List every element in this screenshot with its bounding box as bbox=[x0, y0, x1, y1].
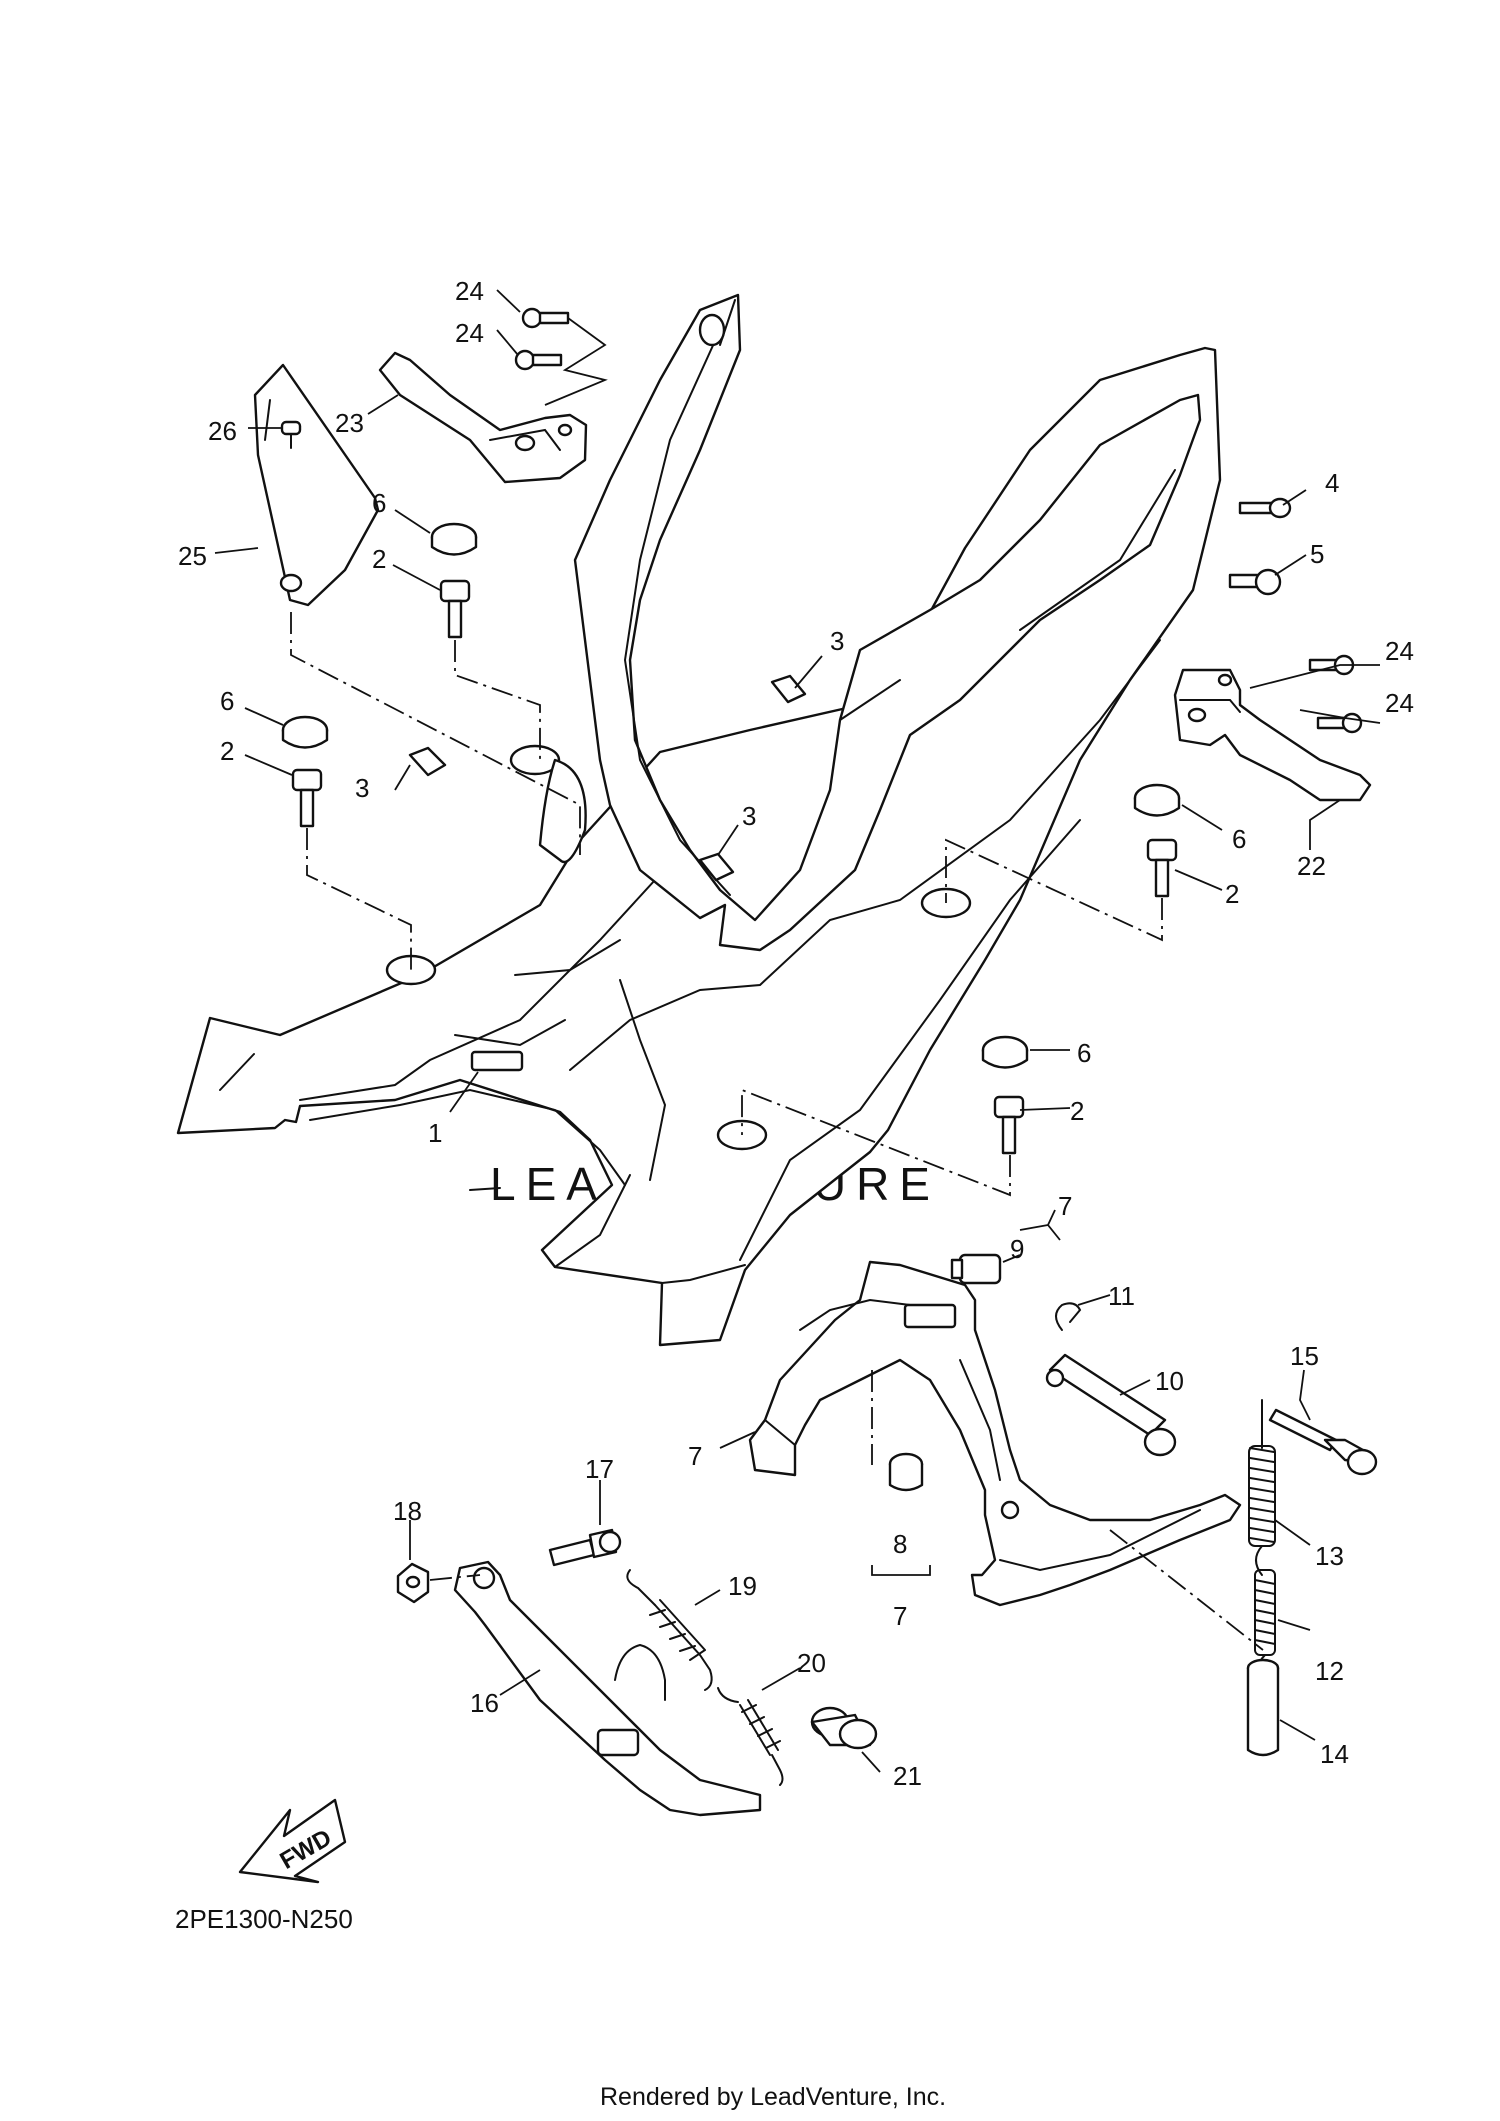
callout-11: 11 bbox=[1108, 1281, 1135, 1311]
callout-6: 6 bbox=[220, 686, 234, 716]
callout-24: 24 bbox=[1385, 636, 1414, 666]
bolt-2-right bbox=[1146, 838, 1178, 898]
callout-13: 13 bbox=[1315, 1541, 1344, 1571]
part-22-footrest-right bbox=[1173, 668, 1372, 802]
part-20-spring bbox=[717, 1687, 784, 1786]
callout-1: 1 bbox=[428, 1118, 442, 1148]
callout-19: 19 bbox=[728, 1571, 757, 1601]
part-15-bolt bbox=[1268, 1408, 1378, 1476]
part-25-cover bbox=[253, 363, 380, 607]
callout-24: 24 bbox=[1385, 688, 1414, 718]
callout-12: 12 bbox=[1315, 1656, 1344, 1686]
screw-24-second bbox=[514, 349, 563, 371]
callout-18: 18 bbox=[393, 1496, 422, 1526]
leader-lines bbox=[214, 289, 1381, 1773]
callout-7: 7 bbox=[893, 1601, 907, 1631]
callout-4: 4 bbox=[1325, 468, 1339, 498]
part-19-spring bbox=[626, 1569, 713, 1691]
callout-6: 6 bbox=[372, 488, 386, 518]
callout-14: 14 bbox=[1320, 1739, 1349, 1769]
part-14-sleeve bbox=[1246, 1658, 1280, 1757]
inner-tunnel-panel bbox=[573, 293, 1202, 952]
grommet-6-upper-left bbox=[430, 522, 478, 556]
callout-5: 5 bbox=[1310, 539, 1324, 569]
callout-8: 8 bbox=[893, 1529, 907, 1559]
bolt-2-lower-right bbox=[993, 1095, 1025, 1155]
callout-21: 21 bbox=[893, 1761, 922, 1791]
callout-3: 3 bbox=[742, 801, 756, 831]
part-12-spring bbox=[1254, 1569, 1276, 1681]
callout-2: 2 bbox=[372, 544, 386, 574]
part-11-clip bbox=[1055, 1302, 1082, 1331]
bolt-5 bbox=[1228, 568, 1282, 596]
part-17-bolt bbox=[548, 1528, 622, 1567]
callout-16: 16 bbox=[470, 1688, 499, 1718]
grommet-6-right bbox=[1133, 783, 1181, 817]
diagram-code: 2PE1300-N250 bbox=[175, 1904, 353, 1934]
callout-6: 6 bbox=[1232, 824, 1246, 854]
callout-20: 20 bbox=[797, 1648, 826, 1678]
screw-4 bbox=[1238, 497, 1292, 519]
bolt-2-upper-left bbox=[439, 579, 471, 639]
screw-24-top bbox=[521, 307, 570, 329]
callout-25: 25 bbox=[178, 541, 207, 571]
part-8-damper bbox=[888, 1452, 924, 1492]
callout-9: 9 bbox=[1010, 1234, 1024, 1264]
callout-17: 17 bbox=[585, 1454, 614, 1484]
grommet-6-left bbox=[281, 715, 329, 749]
callout-7: 7 bbox=[688, 1441, 702, 1471]
part-7-main-stand bbox=[748, 1260, 1242, 1607]
fwd-arrow-icon: FWD bbox=[238, 1798, 347, 1884]
callout-22: 22 bbox=[1297, 851, 1326, 881]
part-13-spring bbox=[1248, 1399, 1276, 1576]
clip-3-left bbox=[408, 746, 447, 777]
part-9-stopper bbox=[950, 1253, 1002, 1285]
part-16-side-stand bbox=[453, 1560, 762, 1817]
callout-3: 3 bbox=[355, 773, 369, 803]
callout-2: 2 bbox=[1070, 1096, 1084, 1126]
clip-3-center-upper bbox=[770, 674, 807, 704]
part-10-shaft bbox=[1045, 1353, 1177, 1457]
callout-7: 7 bbox=[1058, 1191, 1072, 1221]
part-23-footrest-left bbox=[378, 351, 588, 484]
clip-3-center bbox=[698, 852, 735, 882]
part-18-nut bbox=[396, 1562, 430, 1604]
grommet-6-lower-right bbox=[981, 1035, 1029, 1069]
callout-23: 23 bbox=[335, 408, 364, 438]
callout-2: 2 bbox=[1225, 879, 1239, 909]
callout-15: 15 bbox=[1290, 1341, 1319, 1371]
callout-6: 6 bbox=[1077, 1038, 1091, 1068]
callout-26: 26 bbox=[208, 416, 237, 446]
callout-24: 24 bbox=[455, 276, 484, 306]
callout-3: 3 bbox=[830, 626, 844, 656]
part-21-sleeve bbox=[810, 1706, 878, 1750]
bolt-2-left bbox=[291, 768, 323, 828]
callout-2: 2 bbox=[220, 736, 234, 766]
callout-24: 24 bbox=[455, 318, 484, 348]
callouts: 24 24 23 26 25 6 2 6 2 3 3 3 4 5 24 24 2… bbox=[178, 276, 1414, 1791]
callout-10: 10 bbox=[1155, 1366, 1184, 1396]
footer-credit: Rendered by LeadVenture, Inc. bbox=[600, 2083, 946, 2111]
centerlines bbox=[290, 612, 1264, 1651]
grommet-hole-upper-left bbox=[509, 744, 561, 776]
